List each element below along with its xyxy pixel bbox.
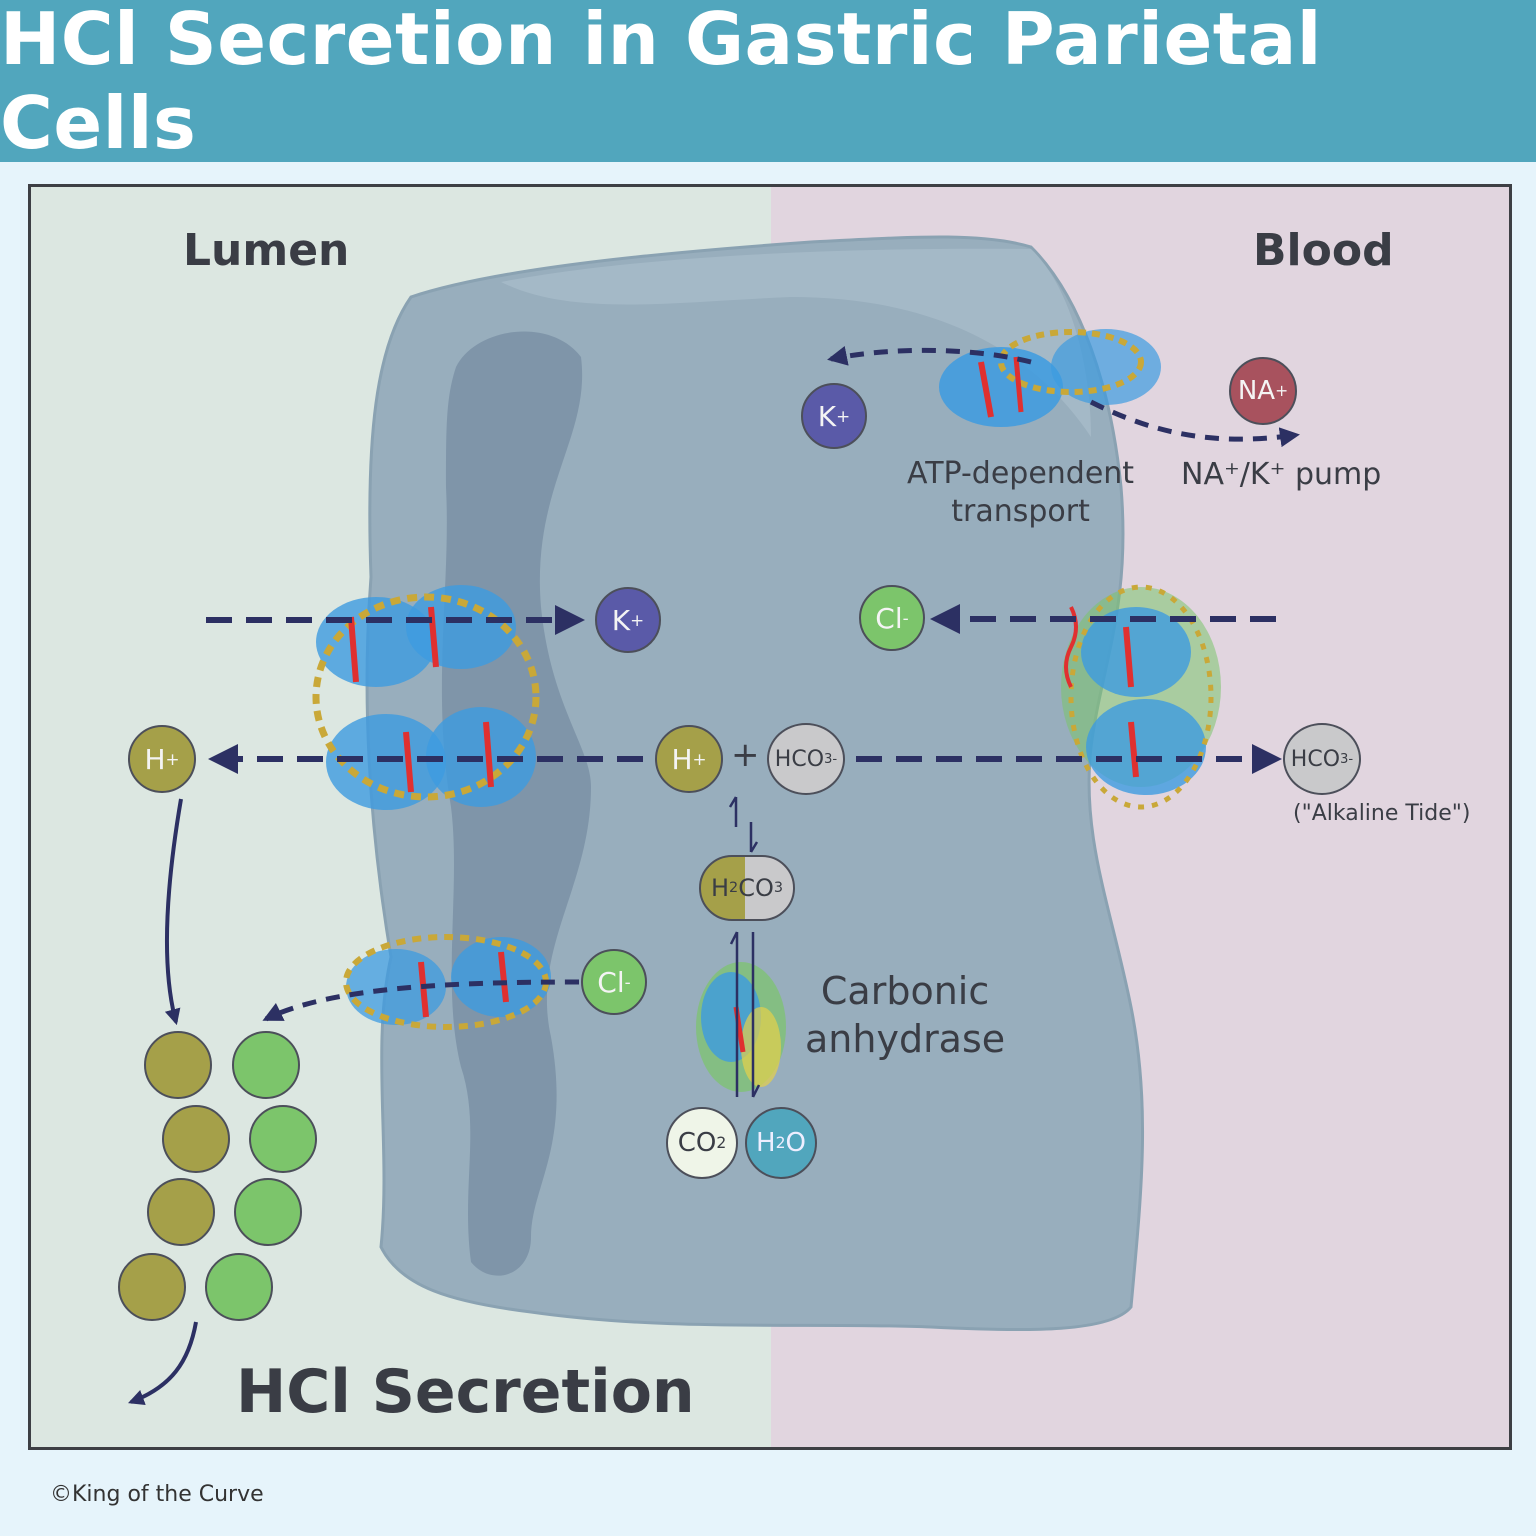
page-title: HCl Secretion in Gastric Parietal Cells (0, 0, 1322, 165)
cl-channel-protein (343, 934, 551, 1030)
arrow-cl-to-lumen (262, 979, 580, 1022)
hcl-granules (118, 1031, 317, 1321)
arrow-k-to-blood (827, 346, 1032, 366)
na-ion: NA+ (1229, 357, 1297, 425)
h-ion-cell: H+ (655, 725, 723, 793)
lumen-label: Lumen (183, 225, 350, 276)
plus-sign: + (731, 735, 760, 775)
parietal-cell (365, 235, 1145, 1332)
equilibrium-arrow-upper (728, 796, 759, 853)
k-ion-cell: K+ (595, 587, 661, 653)
copyright-notice: ©King of the Curve (50, 1482, 264, 1507)
equilibrium-arrow-lower (729, 931, 761, 1098)
cl-ion-cell-lower: Cl- (581, 949, 647, 1015)
atp-transporter-protein (939, 329, 1161, 427)
pump-label: NA⁺/K⁺ pump (1181, 457, 1382, 492)
carbonic-anhydrase-label: Carbonic anhydrase (805, 969, 1006, 1061)
blood-label: Blood (1253, 225, 1394, 276)
arrow-hcl-out (128, 1321, 198, 1405)
cl-hco3-exchanger-protein (1061, 584, 1221, 810)
carbonic-anhydrase-protein (696, 962, 786, 1092)
cl-ion-cell-upper: Cl- (859, 585, 925, 651)
atp-transport-label: ATP-dependent transport (907, 456, 1135, 529)
arrow-h-down (164, 798, 183, 1026)
hcl-secretion-label: HCl Secretion (236, 1357, 695, 1427)
flow-arrows (128, 346, 1300, 1405)
alkaline-tide-label: ("Alkaline Tide") (1293, 801, 1471, 826)
h-ion-lumen: H+ (128, 725, 196, 793)
title-banner: HCl Secretion in Gastric Parietal Cells (0, 0, 1536, 165)
diagram-graphics (118, 235, 1300, 1405)
arrow-na-out (1089, 399, 1300, 448)
k-ion-blood: K+ (801, 383, 867, 449)
